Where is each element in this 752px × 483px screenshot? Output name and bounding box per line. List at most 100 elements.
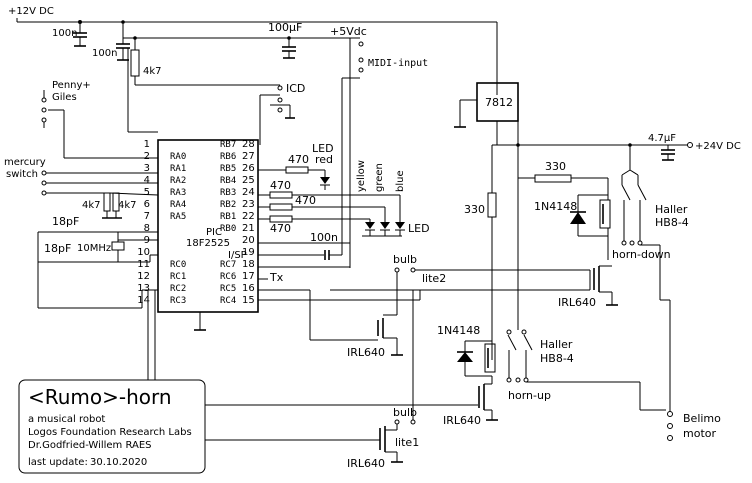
mcu-isp: I/SP <box>228 250 247 261</box>
label-led: LED <box>408 222 430 235</box>
label-giles: Giles <box>52 92 77 103</box>
power-rail-5v: +5Vdc MIDI-input <box>330 25 428 268</box>
label-icd: ICD <box>286 82 305 95</box>
mcu-left-pin-number: 8 <box>144 223 150 234</box>
mcu-left-pin-name: RA5 <box>170 212 186 222</box>
label-r330-a: 330 <box>464 203 485 216</box>
label-xtal: 10MHz <box>77 243 111 254</box>
mcu-left-pin-name: RC1 <box>170 272 186 282</box>
label-irl-3: IRL640 <box>443 414 481 427</box>
mcu-right-pin-name: RC4 <box>220 296 236 306</box>
label-haller-b2: HB8-4 <box>540 352 574 365</box>
mcu-right-pin-name: RB5 <box>220 164 236 174</box>
mcu-left-pin-name: RA3 <box>170 188 186 198</box>
capacitor-100n-a: 100n <box>52 22 87 47</box>
title-text: <Rumo>-horn <box>28 385 172 409</box>
label-r470-2: 470 <box>270 179 291 192</box>
mcu-left-pin-number: 5 <box>144 187 150 198</box>
label-r470-1: 470 <box>288 153 309 166</box>
mcu-left-pin-number: 14 <box>137 295 150 306</box>
label-7812: 7812 <box>485 96 513 109</box>
mcu-right-pin-number: 26 <box>242 163 255 174</box>
irl640-horn-up: IRL640 <box>147 290 498 427</box>
mcu-right-pin-number: 25 <box>242 175 255 186</box>
label-diode-a: 1N4148 <box>534 200 577 213</box>
label-haller-a2: HB8-4 <box>655 216 689 229</box>
mcu-left-pin-number: 12 <box>137 271 150 282</box>
label-horn-up: horn-up <box>508 389 551 402</box>
mcu-left-pin-number: 2 <box>144 151 150 162</box>
label-haller-a1: Haller <box>655 203 688 216</box>
mcu-right-pin-name: RB7 <box>220 140 236 150</box>
lite2-driver: bulb lite2 IRL640 <box>330 253 591 359</box>
title-block: <Rumo>-horn a musical robot Logos Founda… <box>18 379 206 474</box>
resistor-330-a: 330 <box>464 145 497 360</box>
resistor-330-b: 330 <box>518 160 609 200</box>
label-lite1: lite1 <box>395 436 419 449</box>
label-led-red-1: LED <box>312 142 334 155</box>
label-c47uf: 4.7µF <box>648 133 676 144</box>
mcu-right-pin-number: 18 <box>242 259 255 270</box>
label-irl-2: IRL640 <box>558 296 596 309</box>
mcu-right-pin-number: 23 <box>242 199 255 210</box>
mcu-right-pin-name: RC7 <box>220 260 236 270</box>
mcu-right-pin-name: RB4 <box>220 176 236 186</box>
relay-horn-down: 1N4148 Haller HB8-4 horn-down <box>534 145 689 261</box>
org-text: Logos Foundation Research Labs <box>28 427 192 438</box>
mcu-right-pin-number: 24 <box>242 187 255 198</box>
mcu-right-pin-number: 28 <box>242 139 255 150</box>
capacitor-100uf: 100µF <box>268 21 302 59</box>
label-r470-3: 470 <box>295 194 316 207</box>
label-5v: +5Vdc <box>330 25 367 38</box>
mcu-left-pin-name: RC0 <box>170 260 186 270</box>
label-r4k7-top: 4k7 <box>143 66 162 77</box>
mcu-right-pin-name: RB6 <box>220 152 236 162</box>
led-rgb-section: 470 470 470 LED yellow green blue <box>258 160 430 237</box>
label-midi-input: MIDI-input <box>368 58 428 69</box>
mcu-right-pin-number: 17 <box>242 271 255 282</box>
label-r330-b: 330 <box>545 160 566 173</box>
label-lite2: lite2 <box>422 272 446 285</box>
mcu-left-pin-name: RC2 <box>170 284 186 294</box>
label-c100n-a: 100n <box>52 28 77 39</box>
label-blue: blue <box>395 170 406 192</box>
belimo-motor: Belimo motor <box>640 244 721 441</box>
penny-giles-switch: Penny+ Giles <box>41 80 158 159</box>
vcc-5v-wiring: 4k7 <box>123 36 350 133</box>
mcu-right-pin-name: RB2 <box>220 200 236 210</box>
label-bulb-bottom: bulb <box>393 406 417 419</box>
label-c18pf-b: 18pF <box>44 242 71 255</box>
update-label: last update: <box>28 457 88 468</box>
mcu-left-pin-name: RC3 <box>170 296 186 306</box>
right-pin-list: 28RB727RB626RB525RB424RB323RB222RB121RB0… <box>220 139 255 306</box>
mcu-left-pin-number: 9 <box>144 235 150 246</box>
mcu-left-pin-number: 10 <box>137 247 150 258</box>
irl640-horn-down: IRL640 <box>558 265 618 309</box>
label-r4k7-a: 4k7 <box>82 200 101 211</box>
label-c100n-b: 100n <box>92 48 117 59</box>
mcu-left-pin-number: 7 <box>144 211 150 222</box>
label-c100uf: 100µF <box>268 21 302 34</box>
update-date: 30.10.2020 <box>90 457 147 468</box>
label-irl-4: IRL640 <box>347 457 385 470</box>
power-rail-24v: +24V DC 4.7µF <box>492 133 741 161</box>
icd-connector: ICD <box>259 82 305 145</box>
capacitor-100n-c: 100n <box>258 77 360 260</box>
label-bulb-top: bulb <box>393 253 417 266</box>
label-horn-down: horn-down <box>612 248 671 261</box>
label-switch: switch <box>6 169 38 180</box>
mcu-right-pin-name: RB3 <box>220 188 236 198</box>
label-24v: +24V DC <box>695 141 741 152</box>
label-irl-1: IRL640 <box>347 346 385 359</box>
author-text: Dr.Godfried-Willem RAES <box>28 440 152 451</box>
label-tx: Tx <box>269 271 284 284</box>
label-green: green <box>374 163 385 192</box>
label-belimo-1: Belimo <box>683 412 721 425</box>
label-led-red-2: red <box>315 153 333 166</box>
led-red-section: LED red 470 <box>258 142 334 190</box>
mcu-left-pin-number: 4 <box>144 175 150 186</box>
mcu-right-pin-number: 22 <box>242 211 255 222</box>
mcu-name-2: 18F2525 <box>186 238 230 249</box>
